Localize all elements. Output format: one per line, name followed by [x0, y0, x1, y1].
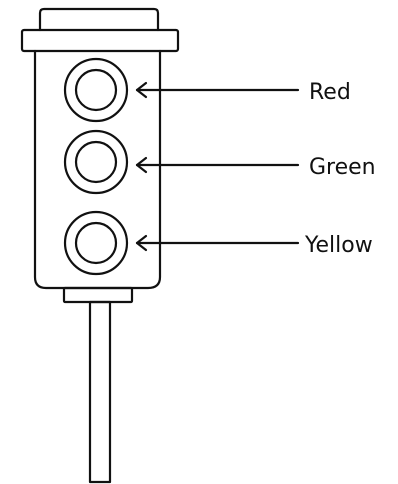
- signal-top-cap: [38, 7, 160, 32]
- arrow-top: [135, 81, 300, 99]
- signal-bottom-mount: [62, 286, 134, 304]
- lamp-bottom: [63, 210, 129, 276]
- label-bottom: Yellow: [304, 233, 373, 258]
- arrow-bottom: [135, 234, 300, 252]
- label-middle: Green: [309, 155, 376, 180]
- label-top: Red: [309, 80, 351, 105]
- signal-header: [20, 28, 180, 53]
- signal-pole: [88, 300, 112, 484]
- lamp-top: [63, 57, 129, 123]
- arrow-middle: [135, 156, 300, 174]
- lamp-middle: [63, 129, 129, 195]
